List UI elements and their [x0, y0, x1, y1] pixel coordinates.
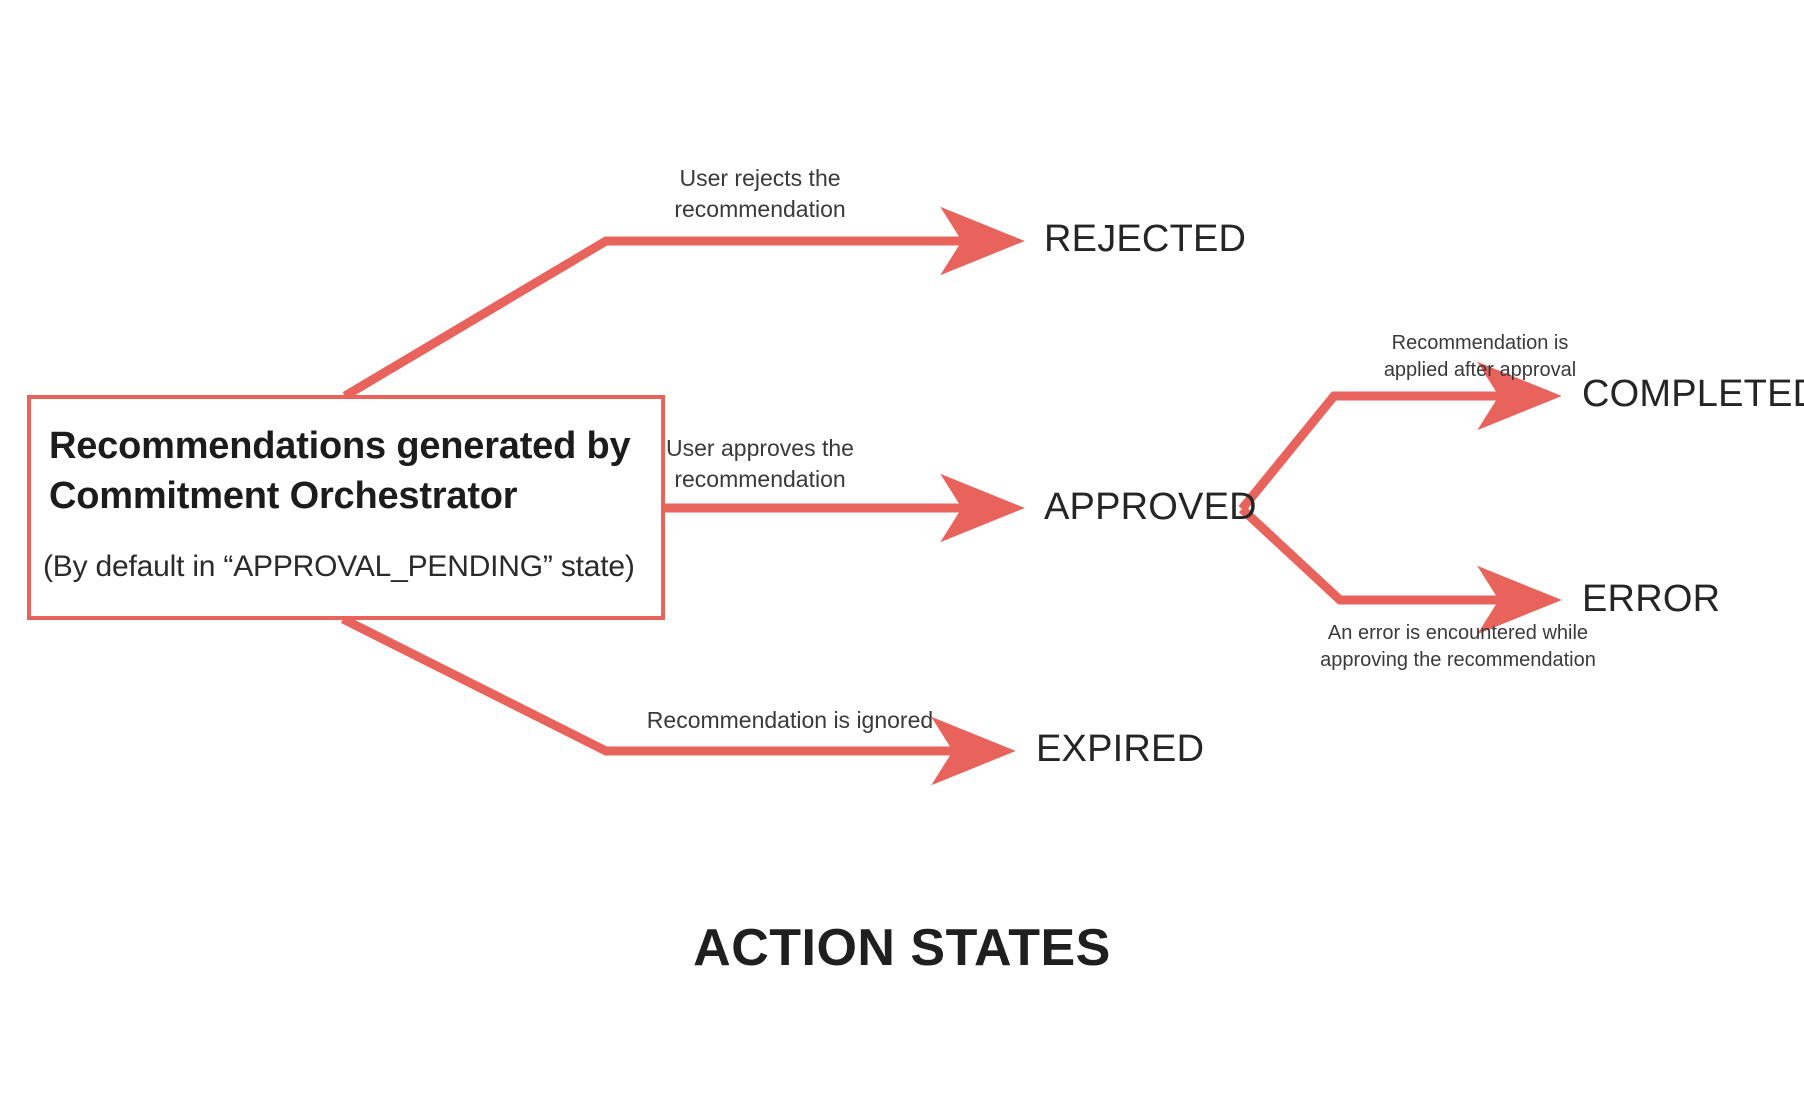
- state-label-expired: EXPIRED: [1036, 728, 1205, 770]
- state-label-error: ERROR: [1582, 578, 1721, 620]
- edge-path-expired: [340, 614, 1016, 786]
- edge-label-error: An error is encountered while approving …: [1320, 622, 1596, 671]
- edge-label-rejected: User rejects the recommendation: [674, 165, 846, 222]
- source-node-subtitle: (By default in “APPROVAL_PENDING” state): [43, 550, 635, 583]
- source-node-title: Recommendations generated by Commitment …: [49, 425, 631, 518]
- diagram-title: ACTION STATES: [693, 919, 1111, 977]
- state-label-approved: APPROVED: [1044, 486, 1257, 528]
- source-node: Recommendations generated by Commitment …: [27, 395, 665, 620]
- edge-path-completed: [1238, 361, 1562, 512]
- edge-path-rejected: [342, 206, 1025, 400]
- state-label-rejected: REJECTED: [1044, 218, 1247, 260]
- edge-label-approved: User approves the recommendation: [666, 435, 854, 492]
- edge-label-expired: Recommendation is ignored: [646, 707, 934, 733]
- state-label-completed: COMPLETED: [1582, 373, 1804, 415]
- edge-path-error: [1238, 505, 1562, 635]
